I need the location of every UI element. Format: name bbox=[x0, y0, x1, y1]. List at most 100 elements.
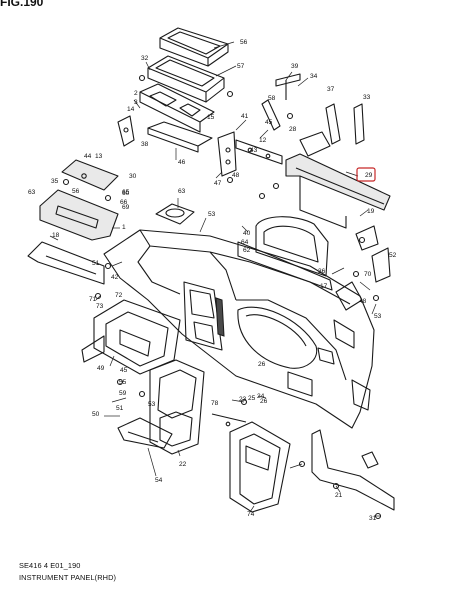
callout-48: 48 bbox=[232, 172, 240, 179]
callout-36: 36 bbox=[318, 268, 326, 275]
meter-hood-52 bbox=[255, 216, 329, 277]
callout-78: 78 bbox=[211, 400, 219, 407]
instrument-panel-body bbox=[103, 229, 375, 429]
callout-45: 45 bbox=[265, 119, 273, 126]
callout-38: 38 bbox=[141, 141, 149, 148]
callout-60: 60 bbox=[122, 190, 130, 197]
callout-46: 46 bbox=[178, 159, 186, 166]
duct-21 bbox=[311, 429, 395, 511]
leader-lines bbox=[49, 41, 380, 517]
callout-59: 59 bbox=[119, 390, 127, 397]
center-cluster-22 bbox=[149, 359, 205, 455]
finisher-74 bbox=[229, 421, 291, 513]
callout-63: 63 bbox=[178, 188, 186, 195]
bracket-34 bbox=[275, 73, 301, 100]
callout-31: 31 bbox=[369, 515, 377, 522]
figure-header: FIG.190 bbox=[0, 0, 44, 9]
callout-22: 22 bbox=[179, 461, 187, 468]
callout-33: 33 bbox=[363, 94, 371, 101]
callout-40: 40 bbox=[243, 230, 251, 237]
callout-57: 57 bbox=[237, 63, 245, 70]
callout-69: 69 bbox=[122, 204, 130, 211]
callout-19: 19 bbox=[367, 208, 375, 215]
callout-54: 54 bbox=[155, 477, 163, 484]
fasteners bbox=[62, 74, 382, 520]
callout-74: 74 bbox=[247, 511, 255, 518]
callout-56: 56 bbox=[240, 39, 248, 46]
figure-title: INSTRUMENT PANEL(RHD) bbox=[19, 573, 117, 582]
callout-72: 72 bbox=[115, 292, 123, 299]
beam-29-30 bbox=[235, 139, 283, 165]
upper-garnish-36 bbox=[237, 241, 333, 291]
callout-35: 35 bbox=[51, 178, 59, 185]
callout-52: 52 bbox=[389, 252, 397, 259]
callout-43: 43 bbox=[250, 147, 258, 154]
callout-49: 49 bbox=[97, 365, 105, 372]
callout-47: 47 bbox=[214, 180, 222, 187]
bracket-12 bbox=[217, 131, 237, 177]
callout-56: 56 bbox=[72, 188, 80, 195]
callout-3: 3 bbox=[134, 99, 138, 106]
callout-53: 53 bbox=[148, 401, 156, 408]
callout-30: 30 bbox=[129, 173, 137, 180]
lower-pocket-49 bbox=[81, 335, 105, 363]
callout-26: 26 bbox=[260, 398, 268, 405]
callout-73: 73 bbox=[96, 303, 104, 310]
callout-14: 14 bbox=[127, 106, 135, 113]
callout-25: 25 bbox=[248, 395, 256, 402]
callout-2: 2 bbox=[134, 90, 138, 97]
callout-65: 65 bbox=[122, 189, 130, 196]
bracket-3 bbox=[261, 99, 281, 131]
glove-box-50 bbox=[93, 299, 181, 375]
figure-code: SE416 4 E01_190 bbox=[19, 561, 81, 570]
callout-28: 28 bbox=[289, 126, 297, 133]
member-46 bbox=[299, 131, 331, 157]
center-bracket bbox=[139, 83, 215, 133]
callout-29: 29 bbox=[365, 172, 373, 179]
callout-18: 18 bbox=[52, 232, 60, 239]
lower-cover-54 bbox=[117, 417, 173, 449]
upper-tray bbox=[147, 55, 225, 103]
bracket-2 bbox=[325, 103, 341, 145]
left-bracket-41 bbox=[117, 115, 135, 147]
speaker-grille-19 bbox=[155, 203, 195, 225]
callout-41: 41 bbox=[241, 113, 249, 120]
callout-45: 45 bbox=[120, 367, 128, 374]
callout-71: 71 bbox=[89, 296, 97, 303]
panel-62 bbox=[39, 189, 119, 241]
callout-37: 37 bbox=[327, 86, 335, 93]
callout-24: 24 bbox=[257, 393, 265, 400]
reinforcement-35 bbox=[285, 153, 391, 229]
callout-53: 53 bbox=[374, 313, 382, 320]
callout-42: 42 bbox=[111, 274, 119, 281]
callout-1: 1 bbox=[122, 224, 126, 231]
callout-23: 23 bbox=[239, 396, 247, 403]
panel-56-lower bbox=[61, 159, 119, 191]
callout-62: 62 bbox=[243, 247, 251, 254]
callout-13: 13 bbox=[95, 153, 103, 160]
callout-55: 55 bbox=[119, 379, 127, 386]
callout-50: 50 bbox=[92, 411, 100, 418]
callout-34: 34 bbox=[310, 73, 318, 80]
callout-32: 32 bbox=[141, 55, 149, 62]
callout-58: 58 bbox=[268, 95, 276, 102]
callout-44: 44 bbox=[84, 153, 92, 160]
callout-15: 15 bbox=[207, 114, 215, 121]
duct-13 bbox=[147, 121, 213, 153]
bracket-6 bbox=[353, 103, 365, 145]
highlight-box-35 bbox=[356, 167, 376, 182]
callout-51: 51 bbox=[116, 405, 124, 412]
callout-63: 63 bbox=[28, 189, 36, 196]
callout-66: 66 bbox=[120, 199, 128, 206]
pin-78 bbox=[211, 413, 247, 427]
callout-21: 21 bbox=[335, 492, 343, 499]
side-vent-42 bbox=[355, 225, 391, 283]
callout-26: 26 bbox=[258, 361, 266, 368]
bracket-44-right bbox=[335, 281, 363, 311]
callout-12: 12 bbox=[259, 137, 267, 144]
callout-70: 70 bbox=[364, 271, 372, 278]
callout-53: 53 bbox=[208, 211, 216, 218]
callout-48: 48 bbox=[359, 298, 367, 305]
